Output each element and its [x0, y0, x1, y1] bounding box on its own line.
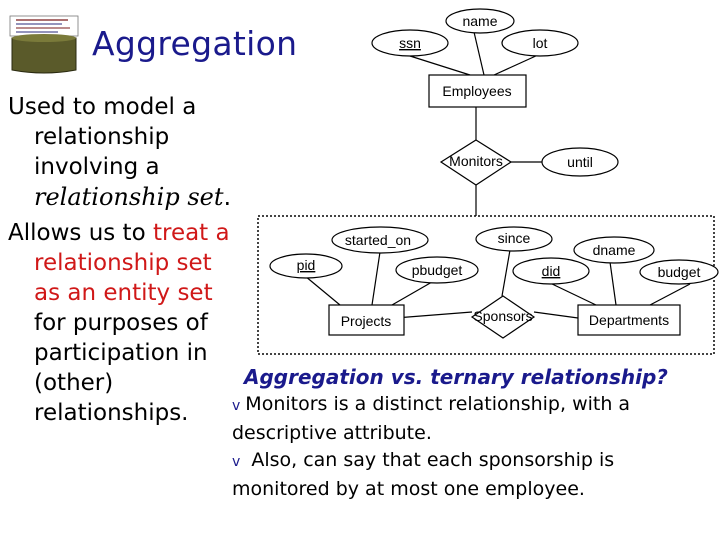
attribute-pbudget: [395, 256, 479, 284]
attribute-until: [541, 147, 619, 177]
bullet-item: v Also, can say that each sponsorship is: [232, 447, 712, 476]
label-ssn: ssn: [399, 35, 421, 51]
label-departments: Departments: [589, 312, 669, 328]
highlight-text: treat a: [152, 220, 230, 246]
relationship-monitors: [439, 139, 513, 186]
bullet-text: Monitors is a distinct relationship, wit…: [245, 393, 631, 415]
entity-departments: [577, 304, 681, 336]
connector-lines: [304, 31, 691, 321]
label-since: since: [498, 230, 531, 246]
entity-employees: [428, 74, 527, 108]
line-ssn-employees: [409, 55, 471, 76]
label-lot: lot: [533, 35, 548, 51]
line-pbudget-projects: [391, 281, 433, 306]
line-sponsors-since: [501, 249, 511, 297]
er-diagram: name ssn lot Employees Monitors until st…: [257, 8, 719, 355]
label-pid: pid: [297, 257, 316, 273]
line-lot-employees: [493, 54, 539, 76]
label-until: until: [567, 154, 593, 170]
label-pbudget: pbudget: [412, 262, 463, 278]
bullet-continuation: descriptive attribute.: [232, 422, 432, 444]
label-employees: Employees: [442, 83, 511, 99]
text-line: (other): [34, 370, 114, 396]
attribute-dname: [573, 236, 655, 264]
course-logo-graphic: [9, 15, 79, 74]
course-logo: [8, 14, 80, 76]
attribute-pid: [269, 253, 343, 279]
relationship-sponsors: [470, 295, 536, 339]
attribute-ssn: [371, 29, 449, 57]
bullet-icon: v: [232, 398, 241, 414]
label-sponsors: Sponsors: [473, 308, 532, 324]
line-did-departments: [549, 282, 597, 306]
label-budget: budget: [658, 264, 701, 280]
text-line: relationship set.: [8, 182, 258, 212]
left-text-block: Used to model a relationship involving a…: [8, 92, 258, 428]
text-span: Allows us to: [8, 220, 153, 246]
attribute-since: [475, 226, 553, 252]
text-line: as an entity set: [34, 280, 213, 306]
text-line: participation in: [34, 340, 208, 366]
aggregation-box: [257, 215, 715, 355]
label-did: did: [542, 263, 561, 279]
text-line: involving a: [34, 154, 160, 180]
attribute-budget: [639, 259, 719, 285]
text-line: Allows us to treat a: [8, 218, 258, 248]
label-projects: Projects: [341, 313, 392, 329]
text-line: for purposes of: [34, 310, 208, 336]
attribute-did: [512, 257, 590, 285]
line-dname-departments: [609, 261, 617, 306]
bullet-text: Also, can say that each sponsorship is: [251, 449, 615, 471]
line-sponsors-departments: [533, 311, 579, 319]
label-monitors: Monitors: [449, 153, 503, 169]
attribute-name: [445, 8, 515, 34]
label-started-on: started_on: [345, 232, 411, 248]
line-pid-projects: [304, 275, 341, 306]
attribute-started-on: [331, 226, 429, 254]
text-line: relationship: [34, 124, 170, 150]
line-name-employees: [473, 31, 485, 76]
line-startedon-projects: [371, 251, 381, 306]
bullet-continuation: monitored by at most one employee.: [232, 478, 585, 500]
bullet-icon: v: [232, 454, 241, 470]
slide-title: Aggregation: [92, 24, 298, 63]
line-budget-departments: [649, 283, 691, 306]
attribute-lot: [501, 29, 579, 57]
period: .: [223, 183, 232, 211]
question-heading: Aggregation vs. ternary relationship?: [244, 365, 668, 389]
italic-phrase: relationship set: [34, 183, 224, 211]
label-dname: dname: [593, 242, 636, 258]
label-name: name: [462, 13, 497, 29]
text-line: relationships.: [34, 400, 189, 426]
text-line: relationship set: [34, 250, 212, 276]
text-line: Used to model a: [8, 94, 197, 120]
entity-projects: [328, 304, 405, 336]
